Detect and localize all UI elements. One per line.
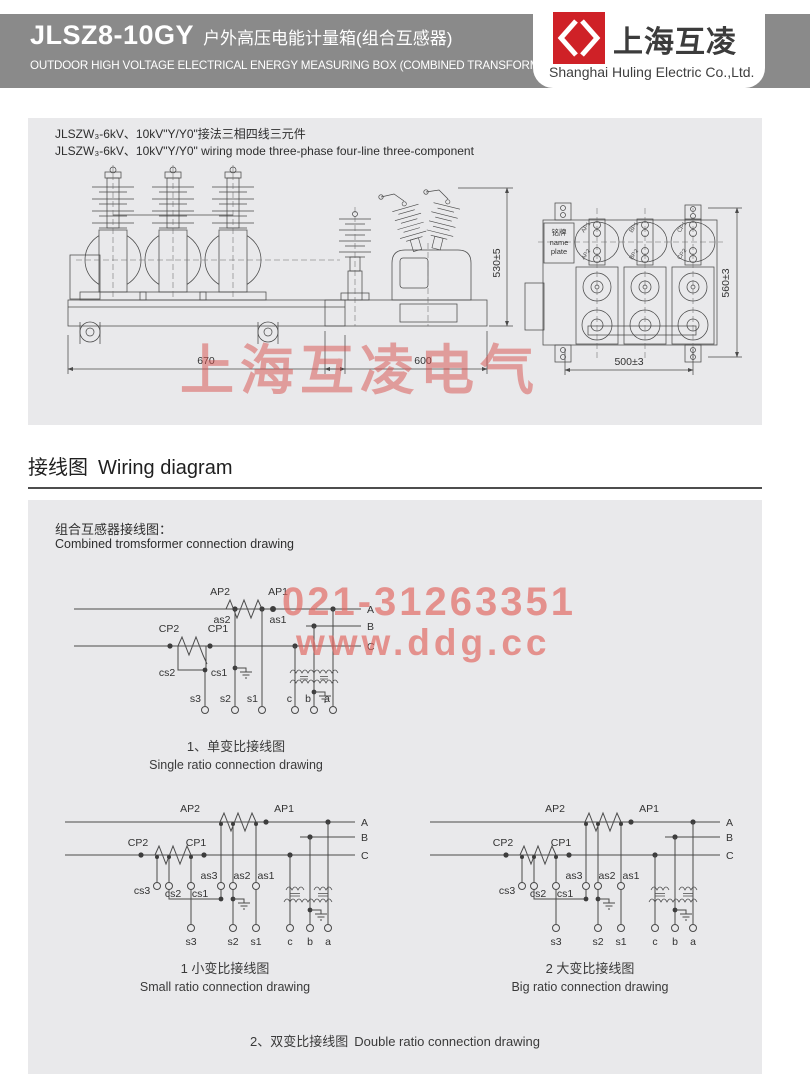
dimension-top-width: 500±3 — [564, 349, 694, 375]
svg-text:A: A — [367, 604, 374, 616]
svg-text:BP1: BP1 — [629, 221, 641, 234]
svg-text:name: name — [550, 238, 569, 247]
svg-text:a: a — [324, 693, 330, 705]
brand-name-en: Shanghai Huling Electric Co.,Ltd. — [549, 64, 755, 80]
svg-text:530±5: 530±5 — [491, 248, 503, 277]
watermark-brand: 上海互凌电气 — [180, 341, 540, 401]
product-title: JLSZ8-10GY 户外高压电能计量箱(组合互感器) — [30, 20, 452, 51]
svg-text:CP2: CP2 — [159, 623, 180, 635]
side-view: 530±5 600 — [324, 187, 513, 374]
svg-text:CP1: CP1 — [677, 221, 689, 235]
single-ratio-caption: 1、单变比接线图 Single ratio connection drawing — [66, 738, 406, 774]
svg-text:CP1: CP1 — [208, 623, 229, 635]
wiring-diagram-panel: 组合互感器接线图： Combined tromsformer connectio… — [28, 500, 762, 1074]
svg-text:AP1: AP1 — [581, 221, 593, 234]
brand-area: 上海互凌 Shanghai Huling Electric Co.,Ltd. — [533, 0, 765, 88]
svg-text:plate: plate — [551, 247, 567, 256]
small-ratio-caption-zh: 1 小变比接线图 — [180, 961, 270, 976]
svg-text:AP1: AP1 — [268, 586, 288, 598]
single-ratio-diagram: A B C AP2 AP1 as2 as1 CP2 CP1 cs2 cs1 s3… — [74, 586, 375, 714]
single-ratio-caption-en: Single ratio connection drawing — [149, 758, 323, 772]
watermark-website: www.ddg.cc — [296, 622, 551, 663]
svg-text:s3: s3 — [190, 693, 201, 705]
top-view: 铭牌 name plate AP1 AP2 — [524, 202, 742, 375]
svg-text:560±3: 560±3 — [720, 268, 732, 297]
dimension-side-width: 600 — [324, 331, 488, 374]
section-heading: 接线图 Wiring diagram — [28, 451, 232, 480]
big-ratio-caption: 2 大变比接线图 Big ratio connection drawing — [425, 960, 755, 996]
svg-text:s1: s1 — [247, 693, 258, 705]
big-ratio-diagram — [425, 802, 755, 954]
svg-text:CP2: CP2 — [677, 248, 689, 262]
dimension-top-height: 560±3 — [708, 207, 742, 358]
svg-text:s2: s2 — [220, 693, 231, 705]
svg-text:BP2: BP2 — [629, 248, 641, 261]
dimension-side-height: 530±5 — [458, 187, 513, 327]
double-ratio-caption: 2、双变比接线图 Double ratio connection drawing — [28, 1031, 762, 1050]
model-number: JLSZ8-10GY — [30, 20, 195, 50]
wheel-left — [79, 321, 101, 344]
double-ratio-caption-zh: 2、双变比接线图 — [250, 1034, 349, 1049]
svg-text:铭牌: 铭牌 — [552, 227, 567, 237]
svg-text:c: c — [287, 693, 292, 705]
section-heading-en: Wiring diagram — [98, 457, 233, 479]
double-ratio-caption-en: Double ratio connection drawing — [354, 1034, 540, 1049]
outline-drawing-panel: JLSZW₃-6kV、10kV"Y/Y0"接法三相四线三元件 JLSZW₃-6k… — [28, 118, 762, 425]
svg-text:cs1: cs1 — [211, 667, 228, 679]
product-title-zh: 户外高压电能计量箱(组合互感器) — [203, 29, 453, 48]
outline-drawing: 670 530±5 — [67, 165, 742, 375]
wiring-intro-zh: 组合互感器接线图： — [55, 522, 173, 537]
big-ratio-caption-en: Big ratio connection drawing — [511, 980, 669, 994]
svg-text:AP2: AP2 — [581, 248, 593, 261]
svg-text:cs2: cs2 — [159, 667, 176, 679]
small-ratio-diagram — [60, 802, 390, 954]
svg-text:AP2: AP2 — [210, 586, 230, 598]
product-title-en: OUTDOOR HIGH VOLTAGE ELECTRICAL ENERGY M… — [30, 58, 559, 72]
nameplate: 铭牌 name plate — [543, 222, 575, 264]
svg-text:b: b — [305, 693, 311, 705]
section-divider — [28, 487, 762, 489]
brand-name-zh: 上海互凌 — [613, 26, 737, 59]
wheel-right — [257, 321, 279, 344]
svg-text:670: 670 — [197, 355, 215, 367]
small-ratio-caption: 1 小变比接线图 Small ratio connection drawing — [60, 960, 390, 996]
company-logo-icon — [553, 12, 605, 64]
watermark-phone: 021-31263351 — [282, 580, 577, 624]
svg-text:600: 600 — [414, 355, 432, 367]
wiring-mode-note-zh: JLSZW₃-6kV、10kV"Y/Y0"接法三相四线三元件 — [55, 127, 306, 141]
single-ratio-caption-zh: 1、单变比接线图 — [186, 739, 286, 754]
svg-text:500±3: 500±3 — [614, 356, 643, 368]
wiring-intro-en: Combined tromsformer connection drawing — [55, 537, 294, 551]
big-ratio-caption-zh: 2 大变比接线图 — [545, 961, 635, 976]
svg-text:as1: as1 — [270, 614, 287, 626]
wiring-mode-note-en: JLSZW₃-6kV、10kV"Y/Y0" wiring mode three-… — [55, 144, 474, 158]
svg-text:as2: as2 — [214, 614, 231, 626]
svg-text:C: C — [367, 641, 375, 653]
front-view: 670 — [67, 165, 346, 374]
dimension-front-width: 670 — [67, 335, 346, 374]
svg-text:B: B — [367, 621, 374, 633]
small-ratio-caption-en: Small ratio connection drawing — [139, 980, 311, 994]
section-heading-zh: 接线图 — [28, 457, 88, 479]
